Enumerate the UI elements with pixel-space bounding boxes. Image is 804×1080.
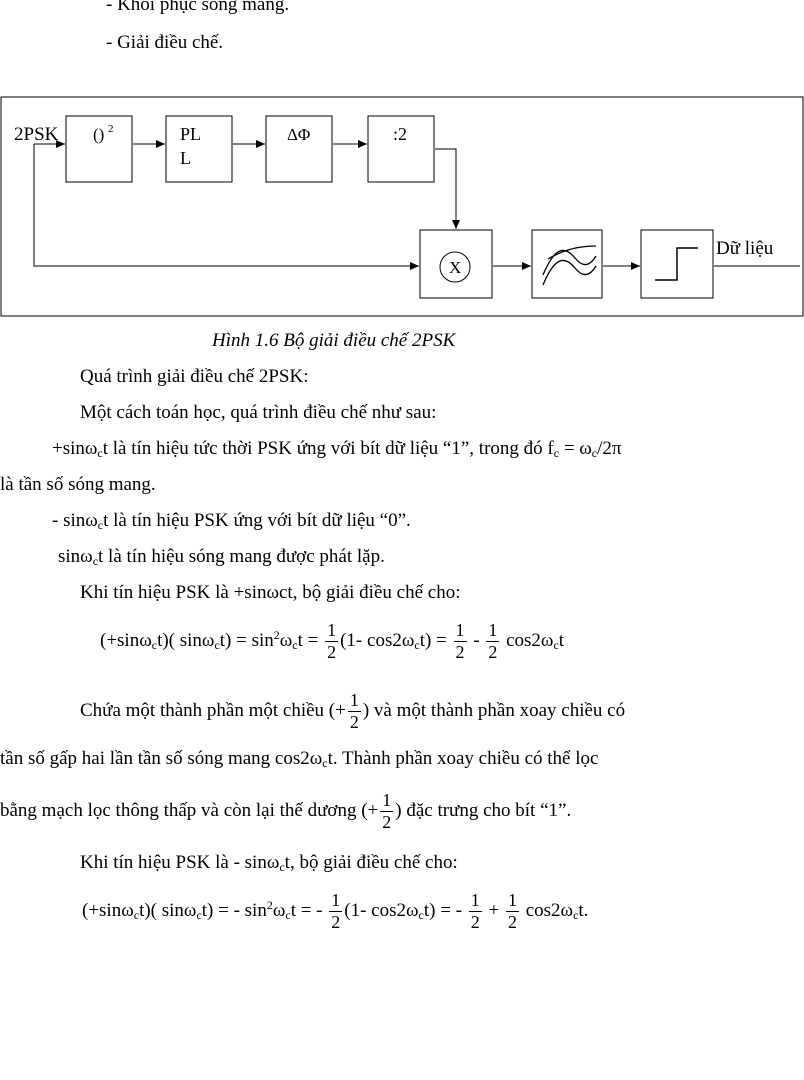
pll-label-1: PL bbox=[180, 124, 201, 144]
divider-label: :2 bbox=[393, 124, 407, 144]
squarer-exponent: 2 bbox=[108, 123, 114, 135]
paragraph-8: tần số gấp hai lần tần số sóng mang cos2… bbox=[0, 748, 599, 770]
squarer-block bbox=[65, 115, 133, 183]
output-label: Dữ liệu bbox=[716, 238, 774, 259]
arrow-input-multiplier bbox=[33, 144, 419, 270]
demodulator-block-diagram: 2PSK () 2 PL L ΔΦ :2 X Dữ liệu bbox=[0, 96, 804, 317]
multiplier-label: X bbox=[449, 258, 461, 277]
squarer-label: () bbox=[93, 125, 104, 144]
paragraph-3-cont: là tần số sóng mang. bbox=[0, 474, 156, 495]
paragraph-2: Một cách toán học, quá trình điều chế nh… bbox=[80, 402, 437, 423]
multiplier-icon bbox=[439, 251, 471, 283]
pll-block bbox=[165, 115, 233, 183]
diagram-frame bbox=[0, 96, 804, 317]
paragraph-1: Quá trình giải điều chế 2PSK: bbox=[80, 366, 309, 387]
phase-shift-label: ΔΦ bbox=[287, 125, 310, 144]
figure-caption: Hình 1.6 Bộ giải điều chế 2PSK bbox=[212, 330, 456, 351]
paragraph-5: sinωct là tín hiệu sóng mang được phát l… bbox=[58, 546, 385, 568]
lowpass-filter-block bbox=[531, 229, 603, 299]
bullet-carrier-recovery: - Khối phục sóng mang. bbox=[106, 0, 290, 15]
paragraph-3: +sinωct là tín hiệu tức thời PSK ứng với… bbox=[52, 438, 622, 460]
paragraph-10: Khi tín hiệu PSK là - sinωct, bộ giải đi… bbox=[80, 852, 458, 874]
input-label: 2PSK bbox=[14, 124, 59, 145]
lowpass-filter-icon bbox=[542, 245, 597, 286]
decision-step-icon bbox=[655, 247, 698, 281]
pll-label-2: L bbox=[180, 148, 191, 168]
divider-block bbox=[367, 115, 435, 183]
bullet-demodulation: - Giải điều chế. bbox=[106, 32, 224, 53]
paragraph-9: bằng mạch lọc thông thấp và còn lại thế … bbox=[0, 790, 572, 832]
paragraph-6: Khi tín hiệu PSK là +sinωct, bộ giải điề… bbox=[80, 582, 461, 603]
multiplier-block bbox=[419, 229, 493, 299]
paragraph-4: - sinωct là tín hiệu PSK ứng với bít dữ … bbox=[52, 510, 411, 532]
phase-shift-block bbox=[265, 115, 333, 183]
arrow-divider-multiplier bbox=[435, 148, 460, 229]
decision-block bbox=[640, 229, 714, 299]
